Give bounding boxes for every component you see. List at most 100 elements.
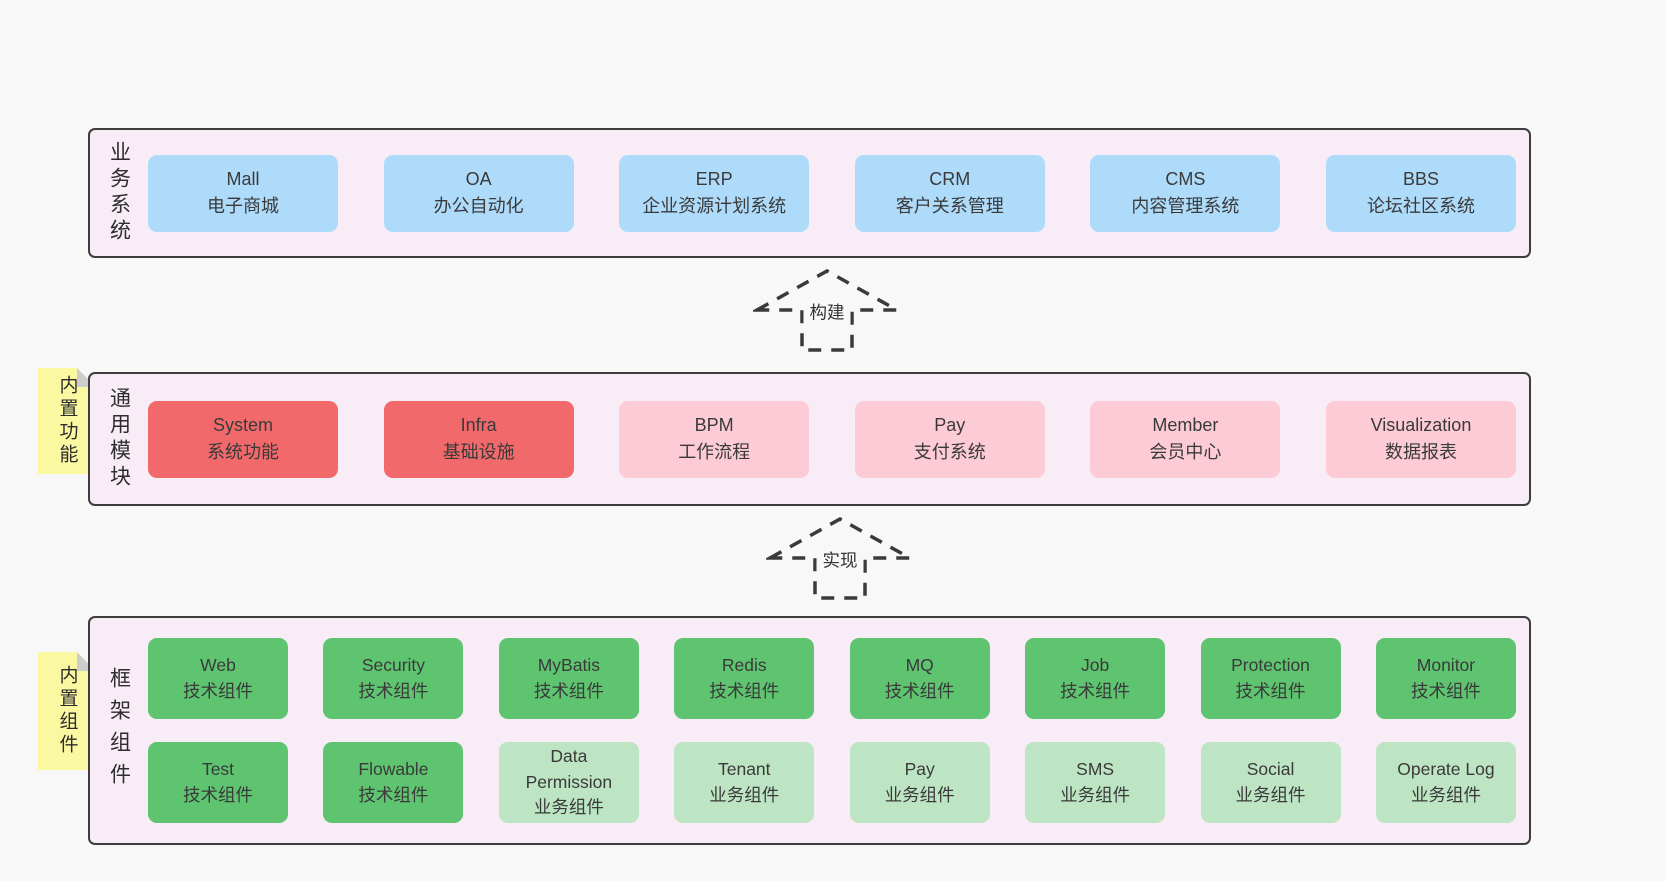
component-desc: 技术组件 bbox=[533, 680, 604, 701]
component-box-sms: SMS 业务组件 bbox=[1025, 742, 1166, 823]
component-box-redis: Redis 技术组件 bbox=[674, 638, 815, 719]
component-box-mq: MQ 技术组件 bbox=[849, 638, 990, 719]
component-name: MyBatis bbox=[537, 655, 600, 676]
component-box-data-permission: Data Permission 业务组件 bbox=[498, 742, 639, 823]
module-name: Infra bbox=[460, 415, 497, 435]
band-common-modules: 通用模块 System 系统功能 Infra 基础设施 BPM 工作流程 Pay… bbox=[88, 372, 1531, 506]
sticky-tab-label: 内置功能 bbox=[56, 375, 78, 467]
component-desc: 业务组件 bbox=[884, 784, 955, 805]
component-name: Protection bbox=[1231, 655, 1310, 676]
component-box-flowable: Flowable 技术组件 bbox=[323, 742, 464, 823]
component-desc: 业务组件 bbox=[709, 784, 780, 805]
component-box-operate-log: Operate Log 业务组件 bbox=[1375, 742, 1516, 823]
module-name: CRM bbox=[929, 169, 971, 189]
component-name: Flowable bbox=[358, 759, 429, 780]
module-box-bbs: BBS 论坛社区系统 bbox=[1325, 154, 1516, 232]
module-desc: 客户关系管理 bbox=[895, 196, 1004, 216]
module-name: CMS bbox=[1165, 169, 1206, 189]
band-title-text: 框架组件 bbox=[107, 666, 131, 795]
component-desc: 技术组件 bbox=[183, 784, 253, 805]
module-box-system: System 系统功能 bbox=[148, 400, 338, 478]
component-box-protection: Protection 技术组件 bbox=[1200, 638, 1341, 719]
module-name: Mall bbox=[226, 169, 260, 189]
module-desc: 内容管理系统 bbox=[1131, 196, 1240, 216]
component-desc: 技术组件 bbox=[1410, 680, 1481, 701]
module-name: ERP bbox=[695, 169, 733, 189]
component-name: SMS bbox=[1076, 759, 1115, 780]
band-boxes: Web 技术组件 Security 技术组件 MyBatis 技术组件 Redi… bbox=[148, 618, 1529, 843]
component-desc: 业务组件 bbox=[1410, 784, 1481, 805]
module-box-visualization: Visualization 数据报表 bbox=[1325, 400, 1516, 478]
module-desc: 会员中心 bbox=[1149, 442, 1222, 462]
dashed-up-arrow-icon bbox=[766, 516, 914, 600]
module-desc: 数据报表 bbox=[1384, 442, 1457, 462]
component-box-test: Test 技术组件 bbox=[148, 742, 288, 823]
component-desc: 技术组件 bbox=[709, 680, 780, 701]
module-desc: 工作流程 bbox=[678, 442, 751, 462]
component-desc: 业务组件 bbox=[533, 797, 604, 818]
component-box-mybatis: MyBatis 技术组件 bbox=[498, 638, 639, 719]
module-name: Pay bbox=[934, 415, 966, 435]
component-desc: 业务组件 bbox=[1235, 784, 1306, 805]
component-name: Web bbox=[200, 655, 236, 676]
module-name: Visualization bbox=[1370, 415, 1472, 435]
module-desc: 电子商城 bbox=[207, 196, 279, 216]
module-desc: 系统功能 bbox=[207, 442, 279, 462]
component-name: Tenant bbox=[717, 759, 771, 780]
module-desc: 企业资源计划系统 bbox=[642, 196, 787, 216]
component-name: Job bbox=[1081, 655, 1110, 676]
band-framework-components: 框架组件 Web 技术组件 Security 技术组件 MyBatis 技术组件… bbox=[88, 616, 1531, 845]
module-box-infra: Infra 基础设施 bbox=[383, 400, 574, 478]
module-desc: 办公自动化 bbox=[433, 196, 524, 216]
band-boxes: System 系统功能 Infra 基础设施 BPM 工作流程 Pay 支付系统… bbox=[148, 374, 1529, 504]
module-box-cms: CMS 内容管理系统 bbox=[1090, 154, 1281, 232]
component-name: Redis bbox=[721, 655, 767, 676]
band-title: 框架组件 bbox=[90, 618, 148, 843]
module-box-erp: ERP 企业资源计划系统 bbox=[619, 154, 810, 232]
band-boxes: Mall 电子商城 OA 办公自动化 ERP 企业资源计划系统 CRM 客户关系… bbox=[148, 130, 1529, 256]
component-desc: 技术组件 bbox=[1235, 680, 1306, 701]
band-title: 通用模块 bbox=[90, 374, 148, 504]
component-desc: 技术组件 bbox=[358, 680, 429, 701]
component-name: Social bbox=[1246, 759, 1295, 780]
module-box-oa: OA 办公自动化 bbox=[383, 154, 574, 232]
component-box-web: Web 技术组件 bbox=[148, 638, 288, 719]
component-box-pay: Pay 业务组件 bbox=[849, 742, 990, 823]
component-box-tenant: Tenant 业务组件 bbox=[674, 742, 815, 823]
band-title-text: 业务系统 bbox=[107, 141, 131, 245]
band-title: 业务系统 bbox=[90, 130, 148, 256]
component-box-social: Social 业务组件 bbox=[1200, 742, 1341, 823]
component-box-job: Job 技术组件 bbox=[1025, 638, 1166, 719]
module-name: BPM bbox=[694, 415, 734, 435]
sticky-tab-label: 内置组件 bbox=[56, 665, 78, 757]
component-name: Data Permission bbox=[525, 746, 613, 792]
component-name: MQ bbox=[905, 655, 934, 676]
module-name: System bbox=[212, 415, 273, 435]
component-name: Monitor bbox=[1416, 655, 1476, 676]
component-desc: 技术组件 bbox=[183, 680, 253, 701]
arrow-implement: 实现 bbox=[766, 514, 914, 602]
component-name: Security bbox=[361, 655, 426, 676]
component-box-monitor: Monitor 技术组件 bbox=[1375, 638, 1516, 719]
module-name: BBS bbox=[1402, 169, 1439, 189]
module-desc: 论坛社区系统 bbox=[1366, 196, 1475, 216]
arrow-label: 实现 bbox=[816, 545, 864, 575]
component-name: Pay bbox=[904, 759, 935, 780]
module-box-pay: Pay 支付系统 bbox=[854, 400, 1045, 478]
sticky-tab-built-in-features: 内置功能 bbox=[38, 368, 96, 474]
dashed-up-arrow-icon bbox=[753, 268, 901, 352]
arrow-label: 构建 bbox=[803, 297, 851, 327]
band-title-text: 通用模块 bbox=[107, 387, 131, 491]
module-name: Member bbox=[1152, 415, 1219, 435]
arrow-build: 构建 bbox=[753, 266, 901, 354]
component-desc: 业务组件 bbox=[1060, 784, 1131, 805]
module-box-crm: CRM 客户关系管理 bbox=[854, 154, 1045, 232]
component-name: Operate Log bbox=[1397, 759, 1495, 780]
module-desc: 基础设施 bbox=[442, 442, 515, 462]
module-box-mall: Mall 电子商城 bbox=[148, 154, 338, 232]
component-desc: 技术组件 bbox=[884, 680, 955, 701]
module-box-bpm: BPM 工作流程 bbox=[619, 400, 810, 478]
component-name: Test bbox=[201, 759, 235, 780]
module-box-member: Member 会员中心 bbox=[1090, 400, 1281, 478]
component-desc: 技术组件 bbox=[358, 784, 429, 805]
